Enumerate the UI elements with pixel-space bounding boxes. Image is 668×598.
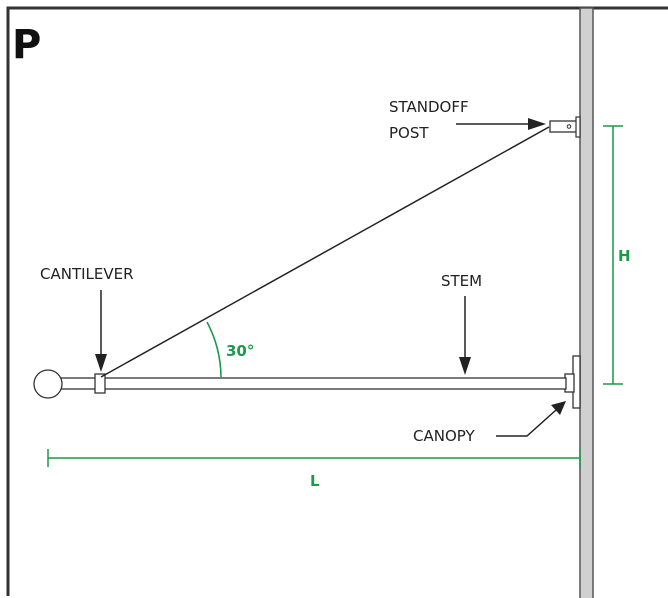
cantilever-arrow-head xyxy=(95,354,107,372)
corner-letter: P xyxy=(12,22,41,68)
standoff-label-line2: POST xyxy=(389,124,429,142)
cantilever-collar xyxy=(94,373,106,394)
angle-label: 30° xyxy=(226,342,254,360)
ball-finial xyxy=(33,369,63,399)
height-label: H xyxy=(618,247,631,265)
canopy-arrow-head xyxy=(551,401,566,415)
standoff-plate xyxy=(575,116,581,138)
cantilever-label: CANTILEVER xyxy=(40,265,134,283)
standoff-post xyxy=(549,120,578,133)
standoff-arrow-head xyxy=(528,118,546,130)
wall xyxy=(579,7,594,598)
angle-arc xyxy=(206,321,222,378)
stem-arrow-head xyxy=(459,357,471,375)
canopy-label: CANOPY xyxy=(413,427,475,445)
support-cable xyxy=(100,126,550,378)
length-label: L xyxy=(310,472,320,490)
standoff-bolt xyxy=(566,124,572,129)
standoff-label-line1: STANDOFF xyxy=(389,98,469,116)
stem-label: STEM xyxy=(441,272,482,290)
canopy-arrow-shaft xyxy=(496,409,557,437)
frame-border xyxy=(6,6,668,596)
stem xyxy=(59,377,567,390)
